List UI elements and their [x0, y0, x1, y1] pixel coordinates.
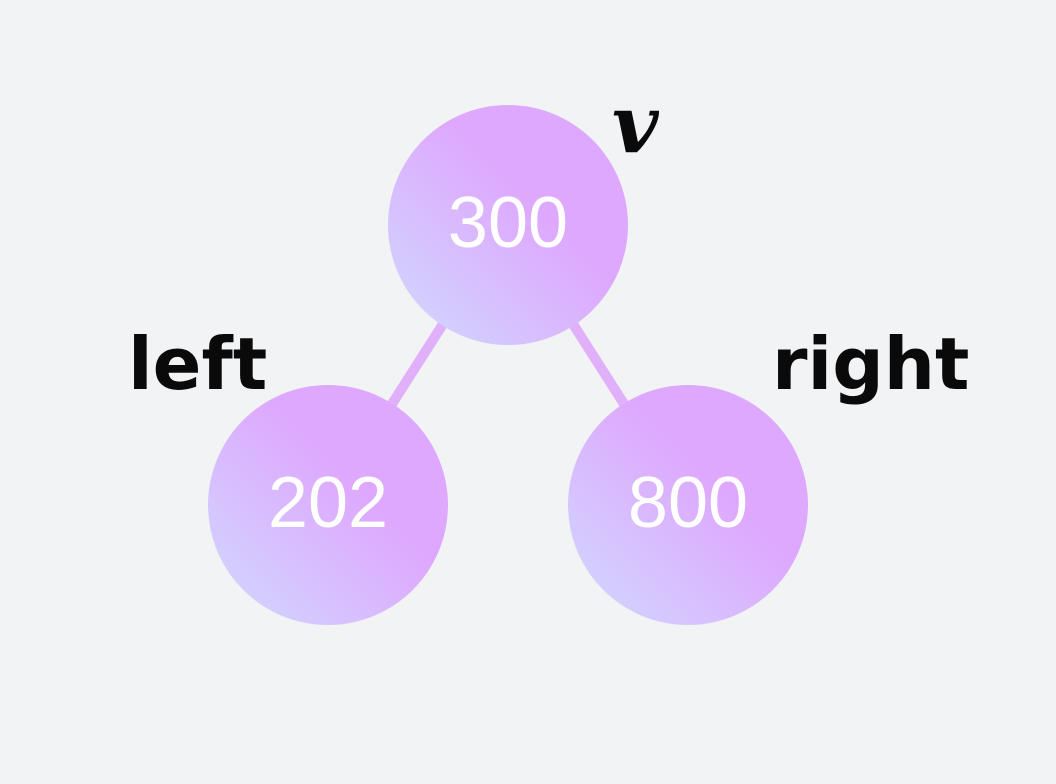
node-right: 800: [568, 385, 808, 625]
root-variable-label: v: [612, 77, 660, 171]
node-left: 202: [208, 385, 448, 625]
edge-root-left: [387, 321, 448, 407]
node-root-value: 300: [448, 183, 568, 263]
node-root: 300: [388, 105, 628, 345]
node-right-circle: [568, 385, 808, 625]
edge-root-right: [568, 321, 629, 407]
node-root-circle: [388, 105, 628, 345]
node-left-value: 202: [268, 463, 388, 543]
node-left-circle: [208, 385, 448, 625]
right-label: right: [772, 322, 969, 406]
node-right-value: 800: [628, 463, 748, 543]
left-label: left: [128, 322, 267, 406]
